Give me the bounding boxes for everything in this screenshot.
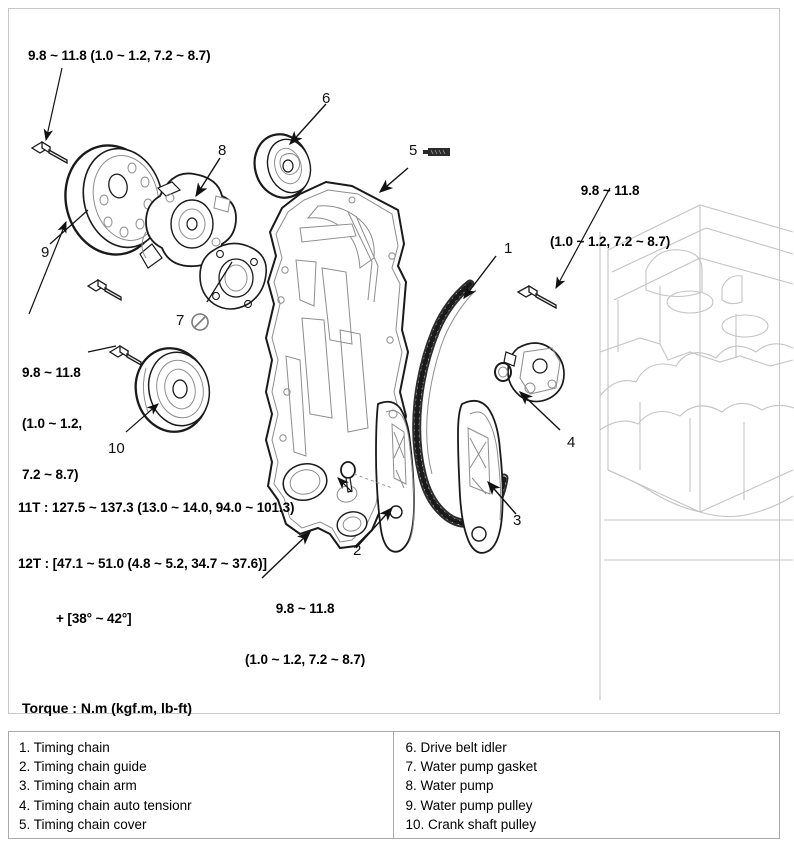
torque-12t: 12T : [47.1 ~ 51.0 (4.8 ~ 5.2, 34.7 ~ 37…: [18, 555, 267, 571]
torque-bottom-line1: 9.8 ~ 11.8: [275, 601, 335, 616]
legend-column-left: 1. Timing chain 2. Timing chain guide 3.…: [9, 732, 393, 838]
torque-11t: 11T : 127.5 ~ 137.3 (13.0 ~ 14.0, 94.0 ~…: [18, 500, 295, 515]
torque-right-line1: 9.8 ~ 11.8: [580, 183, 640, 198]
legend-column-right: 6. Drive belt idler 7. Water pump gasket…: [392, 732, 780, 838]
callout-10: 10: [108, 440, 125, 457]
callout-6: 6: [322, 90, 331, 107]
callout-9: 9: [41, 244, 50, 261]
parts-legend-table: 1. Timing chain 2. Timing chain guide 3.…: [8, 731, 780, 839]
torque-spec-bottom: 9.8 ~ 11.8 (1.0 ~ 1.2, 7.2 ~ 8.7): [245, 566, 365, 702]
list-item: 7. Water pump gasket: [405, 759, 538, 775]
torque-spec-left-middle: 9.8 ~ 11.8 (1.0 ~ 1.2, 7.2 ~ 8.7): [22, 330, 82, 517]
torque-left-middle-line1: 9.8 ~ 11.8: [22, 365, 81, 380]
callout-2: 2: [353, 542, 362, 559]
torque-units-note: Torque : N.m (kgf.m, lb-ft): [22, 700, 193, 716]
callout-8: 8: [218, 142, 227, 159]
list-item: 6. Drive belt idler: [405, 740, 507, 755]
list-item: 8. Water pump: [405, 778, 494, 794]
torque-right-line2: (1.0 ~ 1.2, 7.2 ~ 8.7): [550, 234, 671, 249]
callout-3: 3: [513, 512, 522, 529]
callout-4: 4: [567, 434, 576, 451]
torque-spec-bolt-grades: 11T : 127.5 ~ 137.3 (13.0 ~ 14.0, 94.0 ~…: [18, 462, 294, 666]
callout-5: 5: [409, 142, 418, 159]
torque-12t-angle: + [38° ~ 42°]: [56, 611, 132, 626]
torque-spec-top-left: 9.8 ~ 11.8 (1.0 ~ 1.2, 7.2 ~ 8.7): [28, 48, 211, 63]
callout-7: 7: [176, 312, 185, 329]
list-item: 3. Timing chain arm: [19, 778, 137, 794]
callout-1: 1: [504, 240, 513, 257]
list-item: 1. Timing chain: [19, 740, 110, 755]
torque-left-middle-line2: (1.0 ~ 1.2,: [22, 416, 83, 431]
torque-spec-right: 9.8 ~ 11.8 (1.0 ~ 1.2, 7.2 ~ 8.7): [550, 148, 670, 284]
list-item: 4. Timing chain auto tensionr: [19, 797, 192, 813]
list-item: 5. Timing chain cover: [19, 816, 147, 832]
torque-bottom-line2: (1.0 ~ 1.2, 7.2 ~ 8.7): [245, 652, 366, 667]
list-item: 9. Water pump pulley: [405, 797, 533, 813]
list-item: 2. Timing chain guide: [19, 759, 147, 775]
torque-left-middle-line3: 7.2 ~ 8.7): [22, 467, 79, 482]
list-item: 10. Crank shaft pulley: [405, 816, 537, 832]
